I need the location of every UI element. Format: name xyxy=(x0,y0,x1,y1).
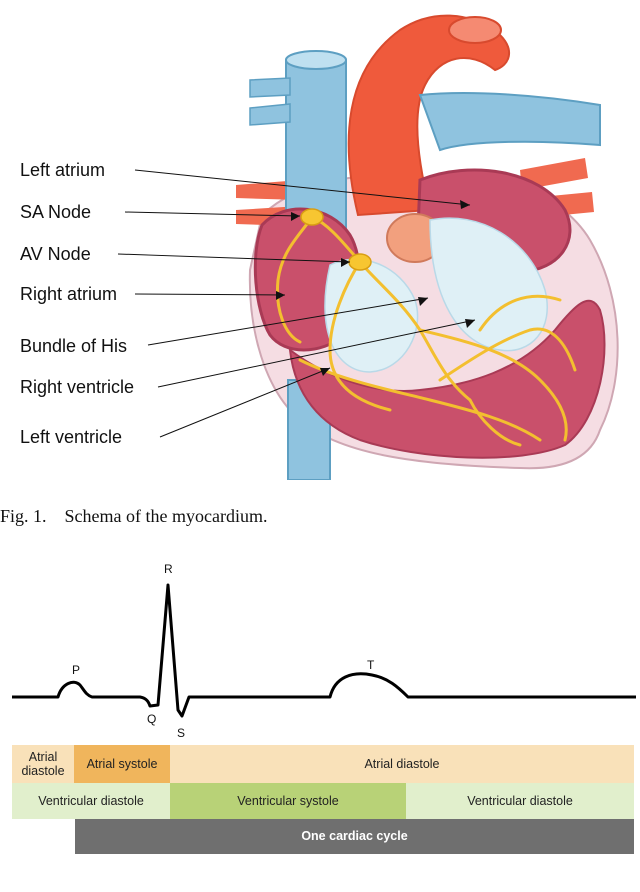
ventricle-chamber-left xyxy=(429,217,548,352)
pulmonary-vein-right-upper xyxy=(520,158,588,190)
atrial-diastole-start-bar: Atrial diastole xyxy=(12,745,74,783)
pulmonary-vein-left-upper xyxy=(236,180,300,200)
label-right-atrium: Right atrium xyxy=(20,284,118,304)
caption-number: Fig. 1. xyxy=(0,506,47,526)
wave-label-p: P xyxy=(72,663,80,677)
vena-cava-branch-2 xyxy=(249,103,291,126)
caption-text: Schema of the myocardium. xyxy=(64,506,268,526)
heart-diagram xyxy=(117,14,619,480)
ventricle-myocardium xyxy=(288,299,606,459)
av-node xyxy=(348,253,372,271)
vena-cava-opening xyxy=(285,50,347,70)
label-right-ventricle: Right ventricle xyxy=(20,377,135,397)
ventricular-diastole-end-bar: Ventricular diastole xyxy=(406,783,634,819)
wave-label-t: T xyxy=(367,658,375,672)
ventricular-diastole-end-label: Ventricular diastole xyxy=(467,793,573,808)
sa-node xyxy=(300,208,324,226)
leader-arrowheads xyxy=(276,200,475,376)
wave-label-r: R xyxy=(164,562,173,576)
figure-caption: Fig. 1. Schema of the myocardium. xyxy=(0,506,267,527)
ecg-trace xyxy=(12,583,636,718)
label-av-node: AV Node xyxy=(20,244,91,264)
ecg-waveform: P R Q S T xyxy=(12,562,636,740)
cardiac-cycle-bar: One cardiac cycle xyxy=(75,819,634,854)
ventricular-diastole-start-label: Ventricular diastole xyxy=(38,793,144,808)
aorta-opening xyxy=(448,16,502,44)
atrial-diastole-end-label: Atrial diastole xyxy=(364,756,440,771)
ventricular-systole-bar: Ventricular systole xyxy=(170,783,406,819)
label-sa-node: SA Node xyxy=(20,202,92,222)
vena-cava-branch-1 xyxy=(249,77,291,98)
wave-label-q: Q xyxy=(147,712,156,726)
label-bundle-of-his: Bundle of His xyxy=(20,336,128,356)
pulmonary-artery xyxy=(418,92,601,152)
atrial-diastole-start-label: Atrial diastole xyxy=(21,749,65,778)
cardiac-cycle-label: One cardiac cycle xyxy=(301,829,408,844)
leader-lines xyxy=(117,169,476,438)
atrial-systole-bar: Atrial systole xyxy=(74,745,170,783)
atrial-systole-label: Atrial systole xyxy=(86,756,158,771)
ventricular-diastole-start-bar: Ventricular diastole xyxy=(12,783,170,819)
wave-label-s: S xyxy=(177,726,185,740)
atrial-diastole-end-bar: Atrial diastole xyxy=(170,745,634,783)
label-left-ventricle: Left ventricle xyxy=(20,427,123,447)
ventricular-systole-label: Ventricular systole xyxy=(237,793,339,808)
label-left-atrium: Left atrium xyxy=(20,160,106,180)
ventricle-chamber-right xyxy=(324,258,419,373)
aorta xyxy=(347,14,510,217)
